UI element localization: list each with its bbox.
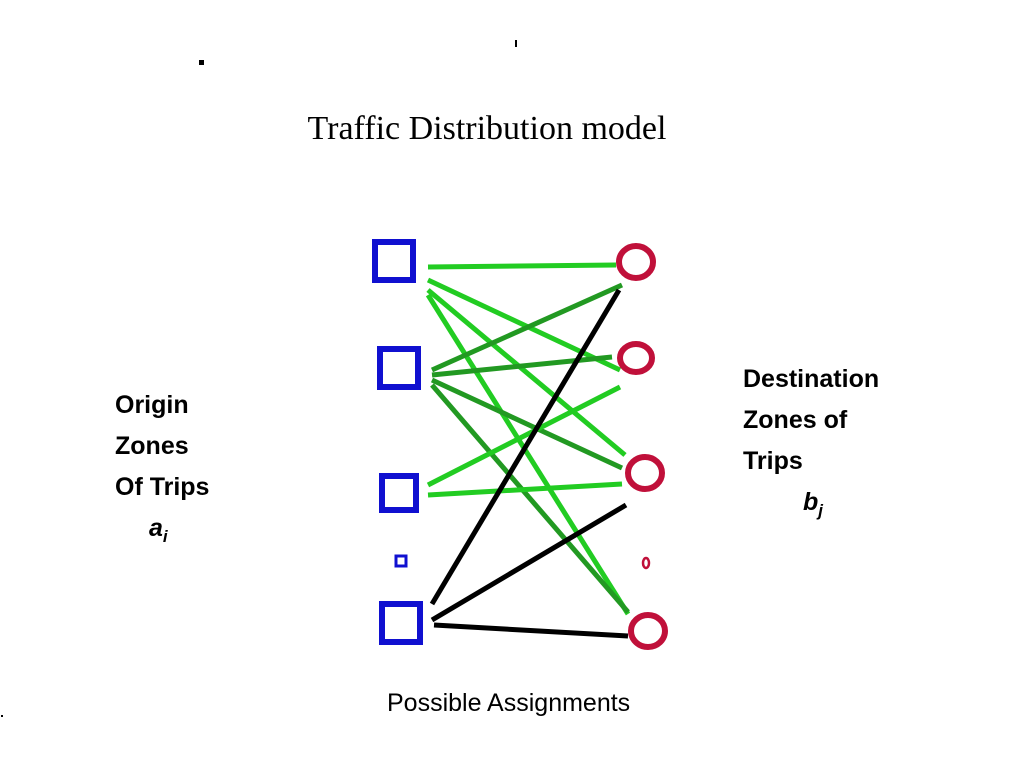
origin-variable-base: a xyxy=(149,514,163,542)
stray-dot xyxy=(199,60,204,65)
destination-ellipsis-node xyxy=(641,556,651,570)
origin-4-node xyxy=(379,601,423,645)
destination-label-line: Trips xyxy=(743,447,803,475)
destination-label-line: Zones of xyxy=(743,406,848,434)
destination-4-node xyxy=(628,612,668,650)
origin-1-node xyxy=(372,239,416,283)
link-origin-2-to-destination-1 xyxy=(430,282,624,373)
link-origin-3-to-destination-2 xyxy=(426,384,622,488)
link-origin-1-to-destination-2 xyxy=(426,277,622,373)
origin-variable: ai xyxy=(115,508,209,557)
destination-variable: bj xyxy=(743,482,879,531)
destination-variable-base: b xyxy=(803,488,819,516)
origin-label-line: Origin xyxy=(115,391,189,419)
link-origin-4-to-destination-3 xyxy=(430,502,628,623)
link-group xyxy=(425,262,631,639)
stray-dot xyxy=(1,715,3,717)
origin-label-line: Zones xyxy=(115,432,189,460)
destination-label-line: Destination xyxy=(743,365,880,393)
link-origin-4-to-destination-1 xyxy=(429,288,622,606)
link-origin-1-to-destination-1 xyxy=(427,262,617,270)
origin-variable-subscript: i xyxy=(162,527,168,546)
origin-3-node xyxy=(379,473,419,513)
origin-2-node xyxy=(377,346,421,390)
destination-label: Destination Zones of Trips bj xyxy=(743,359,879,531)
destination-variable-subscript: j xyxy=(818,501,824,520)
link-origin-1-to-destination-4 xyxy=(425,293,631,616)
stray-tick xyxy=(515,40,517,47)
node-group xyxy=(372,239,668,650)
link-origin-2-to-destination-2 xyxy=(431,354,613,378)
origin-label-line: Of Trips xyxy=(115,473,210,501)
link-origin-1-to-destination-3 xyxy=(426,288,627,457)
link-origin-4-to-destination-4 xyxy=(433,622,629,639)
link-origin-3-to-destination-3 xyxy=(427,481,623,498)
destination-1-node xyxy=(616,243,656,281)
origin-label: Origin Zones Of Trips ai xyxy=(115,385,209,557)
diagram-caption: Possible Assignments xyxy=(387,689,631,717)
destination-3-node xyxy=(625,454,665,492)
slide-title: Traffic Distribution model xyxy=(307,110,667,147)
link-origin-2-to-destination-4 xyxy=(430,383,630,614)
link-origin-2-to-destination-3 xyxy=(430,377,624,471)
origin-ellipsis-node xyxy=(394,554,408,568)
destination-2-node xyxy=(617,341,655,375)
